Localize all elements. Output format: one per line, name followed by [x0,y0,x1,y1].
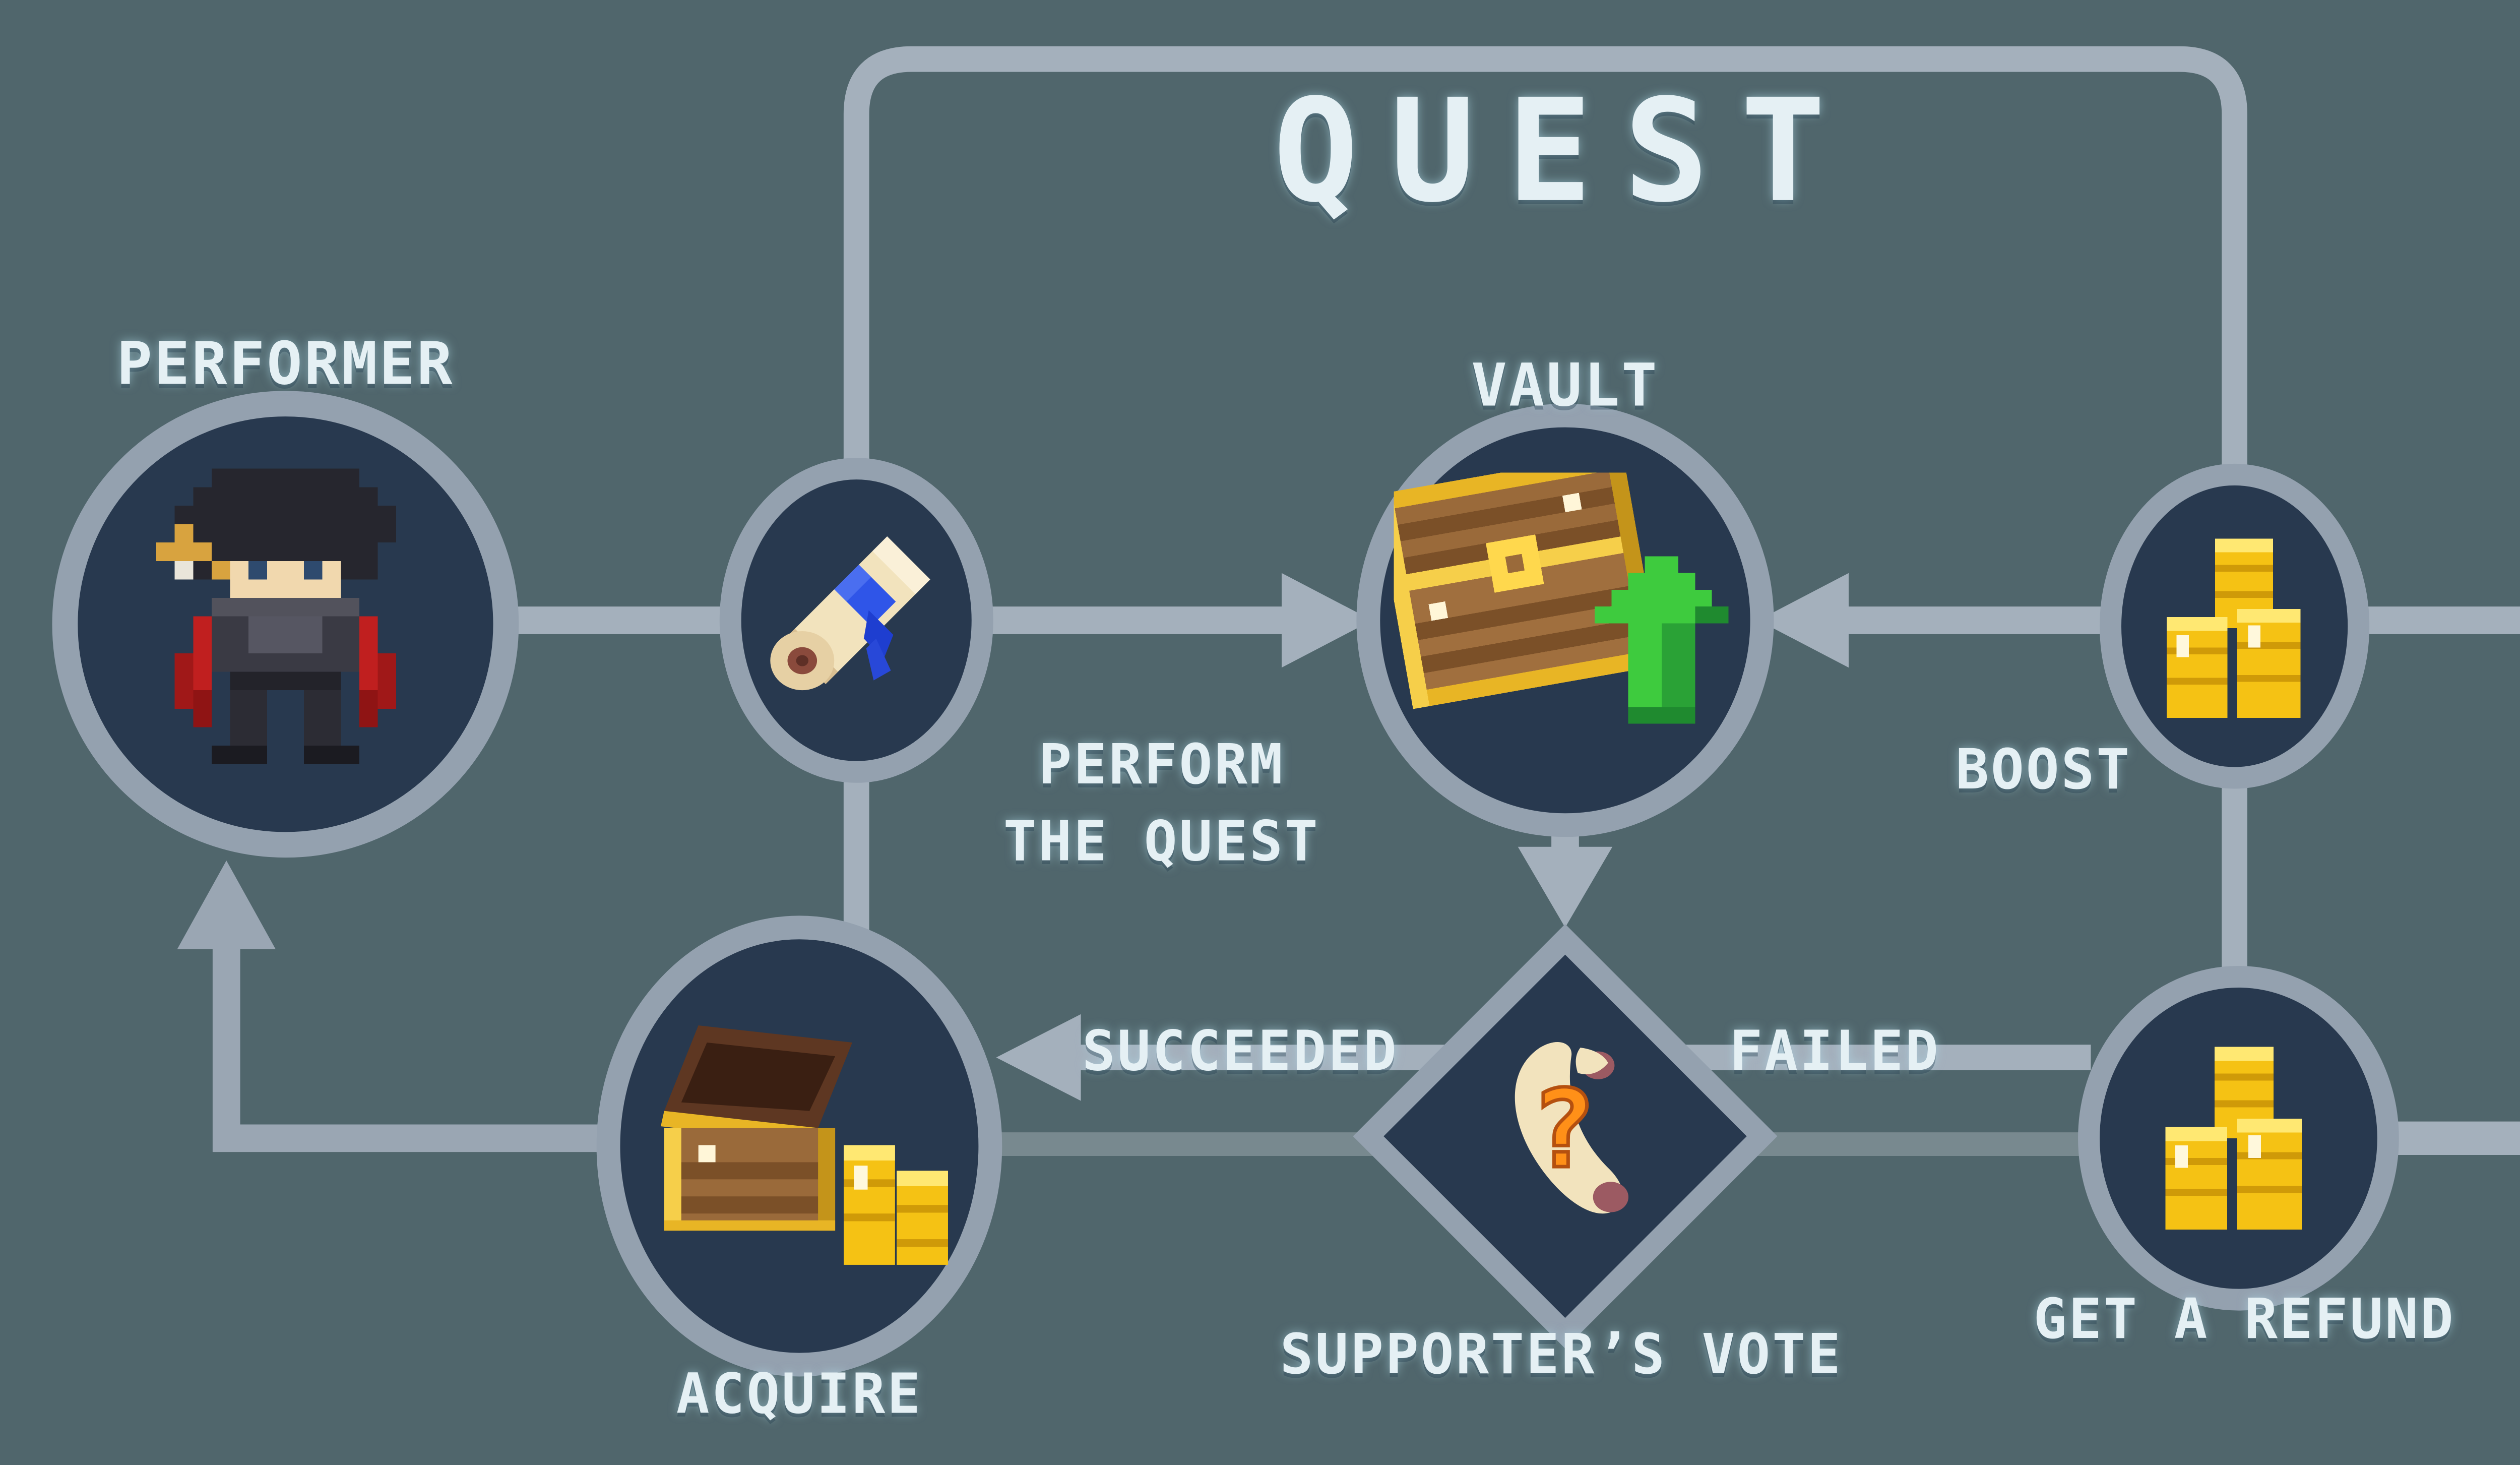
arrowhead-into-vote-icon [1518,846,1613,928]
perform-the-quest-line1: PERFORM [1038,732,1285,798]
acquire-label: ACQUIRE [676,1361,923,1427]
diagram-title: QUEST [1273,68,1858,234]
perform-the-quest-label: PERFORM THE QUEST [1003,726,1320,881]
arrowhead-into-vault-left-icon [1281,573,1372,668]
arrowhead-into-acquire-icon [996,1014,1081,1101]
coins-icon [2167,538,2301,718]
get-a-refund-label: GET A REFUND [2033,1287,2455,1352]
vault-label: VAULT [1471,352,1659,421]
edge-refund-to-supporter [2382,1121,2520,1155]
coins-icon [2165,1047,2302,1230]
arrowhead-into-performer-icon [177,861,276,949]
succeeded-label: SUCCEEDED [1082,1019,1399,1084]
perform-the-quest-line2: THE QUEST [1003,809,1320,875]
treasure-chest-up-icon [1394,472,1729,724]
quest-scroll-icon [770,536,930,691]
performer-label: PERFORMER [116,331,455,400]
failed-label: FAILED [1729,1019,1940,1084]
vote-scroll-question-icon: ? [1515,1042,1629,1214]
arrowhead-into-vault-right-icon [1758,573,1849,668]
svg-text:?: ? [1531,1067,1596,1192]
knight-avatar-icon [156,468,397,764]
supporters-vote-label: SUPPORTER’S VOTE [1280,1322,1843,1387]
quest-box-outline [843,46,2247,1005]
open-chest-coins-icon [661,1025,948,1265]
boost-label: BOOST [1956,737,2132,803]
